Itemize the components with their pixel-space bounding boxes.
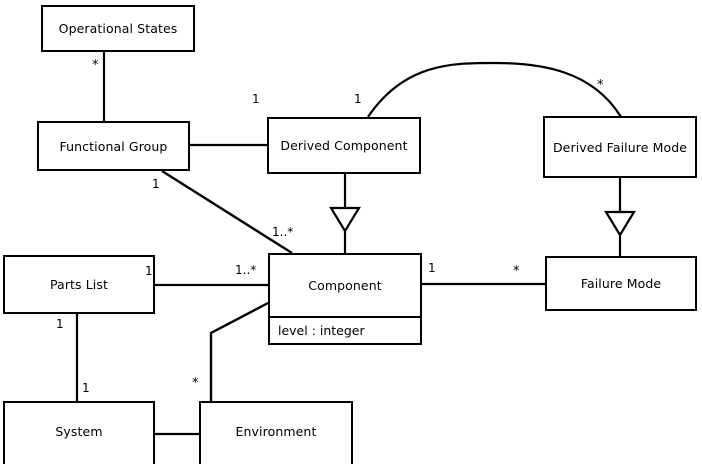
- multiplicity-label-operational-states: *: [92, 58, 99, 73]
- class-attribute-compartment: level : integer: [270, 316, 420, 343]
- multiplicity-label-environment-component: *: [192, 376, 199, 391]
- class-name-label: Parts List: [49, 277, 108, 292]
- class-name-compartment: System: [5, 403, 153, 464]
- class-box-derived-failure-mode[interactable]: Derived Failure Mode: [543, 116, 697, 178]
- multiplicity-label-functional-group-component-end: 1: [152, 177, 160, 191]
- edge-environment-component: [209, 301, 269, 401]
- multiplicity-label-derived-component-left: 1: [252, 92, 260, 106]
- class-box-environment[interactable]: Environment: [199, 401, 353, 464]
- multiplicity-label-parts-list-system-top: 1: [56, 317, 64, 331]
- class-box-parts-list[interactable]: Parts List: [3, 255, 155, 314]
- class-name-label: Failure Mode: [580, 276, 662, 291]
- class-box-derived-component[interactable]: Derived Component: [267, 117, 421, 174]
- class-attribute-label: level : integer: [278, 323, 365, 338]
- generalization-triangle-failure-mode: [604, 210, 636, 238]
- class-name-compartment: Component: [270, 255, 420, 316]
- multiplicity-label-arc-derived-failure-mode-end: *: [597, 78, 604, 93]
- class-name-label: Environment: [235, 423, 317, 439]
- class-name-compartment: Operational States: [43, 7, 193, 50]
- multiplicity-label-component-failure-mode-end: 1: [428, 261, 436, 275]
- multiplicity-label-failure-mode-component-end: *: [513, 264, 520, 279]
- class-box-component[interactable]: Component level : integer: [268, 253, 422, 345]
- multiplicity-label-component-functional-group-end: 1..*: [272, 225, 294, 239]
- multiplicity-label-parts-list-system-bottom: 1: [82, 381, 90, 395]
- class-name-label: Derived Component: [280, 138, 408, 153]
- class-box-system[interactable]: System: [3, 401, 155, 464]
- class-name-compartment: Derived Component: [269, 119, 419, 172]
- class-name-label: Functional Group: [59, 138, 168, 154]
- class-name-compartment: Parts List: [5, 257, 153, 312]
- class-name-label: Operational States: [58, 21, 178, 36]
- multiplicity-label-parts-list-right: 1: [145, 264, 153, 278]
- class-name-compartment: Functional Group: [39, 123, 188, 169]
- edge-derived-component-derived-failure-mode-arc: [367, 61, 622, 118]
- class-box-failure-mode[interactable]: Failure Mode: [545, 256, 697, 311]
- class-box-functional-group[interactable]: Functional Group: [37, 121, 190, 171]
- generalization-triangle-component: [329, 206, 361, 234]
- class-name-label: Component: [308, 278, 382, 293]
- class-name-label: Derived Failure Mode: [552, 139, 688, 155]
- multiplicity-label-component-parts-list-end: 1..*: [235, 263, 257, 277]
- class-box-operational-states[interactable]: Operational States: [41, 5, 195, 52]
- class-name-compartment: Derived Failure Mode: [545, 118, 695, 176]
- class-name-compartment: Environment: [201, 403, 351, 464]
- class-name-compartment: Failure Mode: [547, 258, 695, 309]
- class-name-label: System: [55, 423, 103, 439]
- multiplicity-label-arc-derived-component-end: 1: [354, 92, 362, 106]
- edge-functional-group-component: [161, 169, 293, 255]
